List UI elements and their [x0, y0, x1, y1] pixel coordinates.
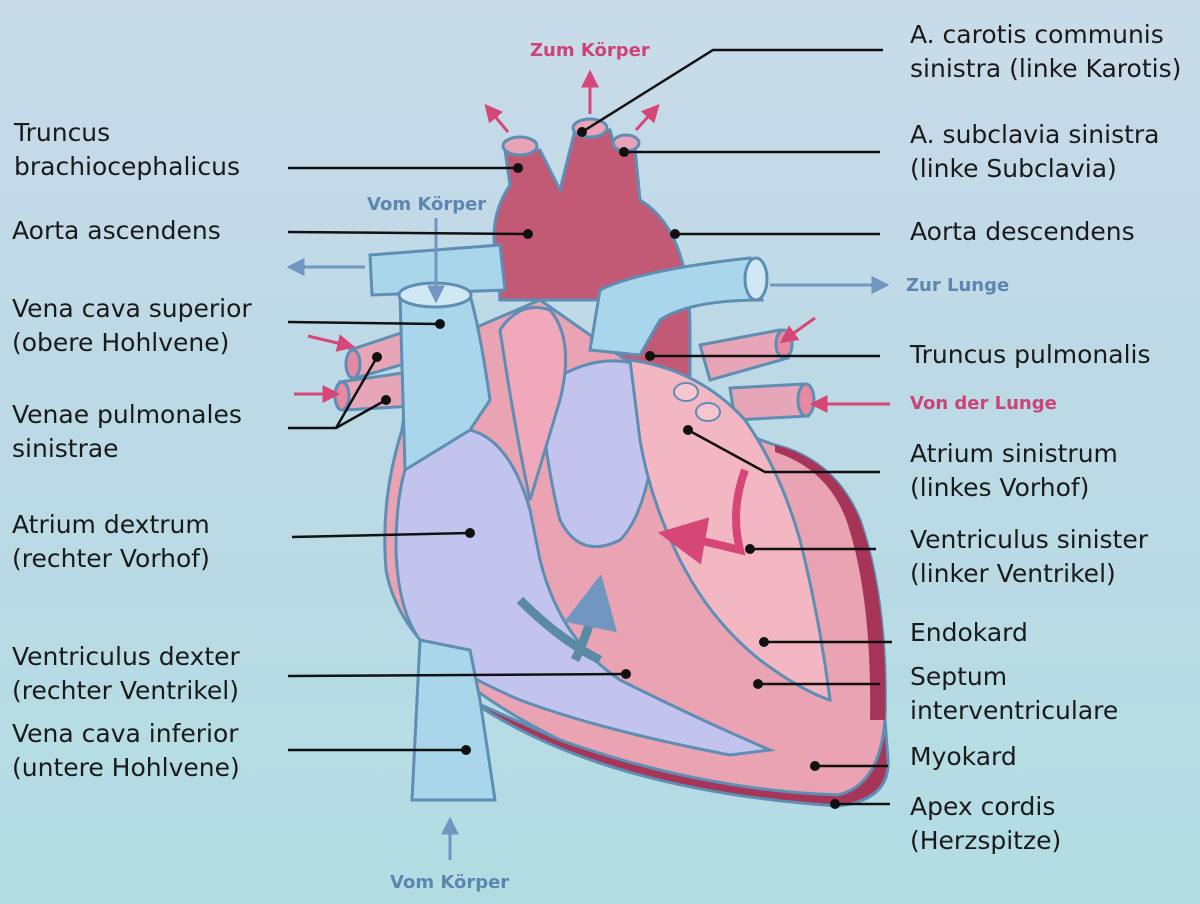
label-line: Ventriculus dexter [12, 642, 240, 671]
label-line: (untere Hohlvene) [12, 753, 240, 782]
label-line: (obere Hohlvene) [12, 328, 230, 357]
label-line: Atrium sinistrum [910, 439, 1118, 468]
flow-label-vom-koerper-bottom: Vom Körper [390, 872, 510, 893]
label-line: Atrium dextrum [12, 510, 210, 539]
leader-lines [287, 48, 892, 806]
label-line: (rechter Ventrikel) [12, 676, 239, 705]
label-line: A. subclavia sinistra [910, 120, 1160, 149]
label-ventriculus-dexter: Ventriculus dexter (rechter Ventrikel) [12, 640, 240, 708]
label-myokard: Myokard [910, 742, 1017, 771]
label-aorta-ascendens: Aorta ascendens [12, 216, 221, 245]
label-line: Venae pulmonales [12, 400, 242, 429]
label-line: Septum [910, 662, 1008, 691]
leader-dots [372, 127, 840, 809]
label-line: Ventriculus sinister [910, 525, 1149, 554]
label-line: A. carotis communis [910, 20, 1164, 49]
label-line: Apex cordis [910, 792, 1056, 821]
vena-cava [397, 281, 497, 802]
label-vena-cava-superior: Vena cava superior (obere Hohlvene) [12, 292, 252, 360]
label-atrium-sinistrum: Atrium sinistrum (linkes Vorhof) [910, 437, 1118, 505]
external-flow-arrows [286, 69, 890, 860]
left-chambers [498, 306, 832, 703]
internal-flow-arrows [516, 468, 749, 665]
label-aorta-descendens: Aorta descendens [910, 217, 1135, 246]
label-line: sinistra (linke Karotis) [910, 54, 1182, 83]
label-line: (rechter Vorhof) [12, 544, 210, 573]
label-line: Vena cava inferior [12, 719, 239, 748]
label-vena-cava-inferior: Vena cava inferior (untere Hohlvene) [12, 717, 240, 785]
label-line: (linke Subclavia) [910, 154, 1117, 183]
label-line: (linker Ventrikel) [910, 559, 1116, 588]
flow-label-zum-koerper: Zum Körper [530, 40, 650, 61]
label-line: (Herzspitze) [910, 826, 1062, 855]
label-truncus-brachiocephalicus: Truncus brachiocephalicus [14, 116, 240, 184]
flow-label-von-der-lunge: Von der Lunge [910, 393, 1057, 414]
label-atrium-dextrum: Atrium dextrum (rechter Vorhof) [12, 508, 210, 576]
label-carotis: A. carotis communis sinistra (linke Karo… [910, 18, 1181, 86]
label-apex-cordis: Apex cordis (Herzspitze) [910, 790, 1061, 858]
label-truncus-pulmonalis: Truncus pulmonalis [910, 340, 1151, 369]
label-line: (linkes Vorhof) [910, 473, 1090, 502]
label-line: Truncus [14, 118, 111, 147]
flow-label-vom-koerper-top: Vom Körper [367, 194, 487, 215]
label-line: brachiocephalicus [14, 152, 240, 181]
label-line: interventriculare [910, 696, 1119, 725]
label-subclavia: A. subclavia sinistra (linke Subclavia) [910, 118, 1160, 186]
label-venae-pulmonales-sinistrae: Venae pulmonales sinistrae [12, 398, 242, 466]
label-line: Vena cava superior [12, 294, 252, 323]
flow-label-zur-lunge: Zur Lunge [906, 275, 1010, 296]
label-line: sinistrae [12, 434, 119, 463]
label-septum: Septum interventriculare [910, 660, 1118, 728]
label-ventriculus-sinister: Ventriculus sinister (linker Ventrikel) [910, 523, 1148, 591]
label-endokard: Endokard [910, 618, 1028, 647]
